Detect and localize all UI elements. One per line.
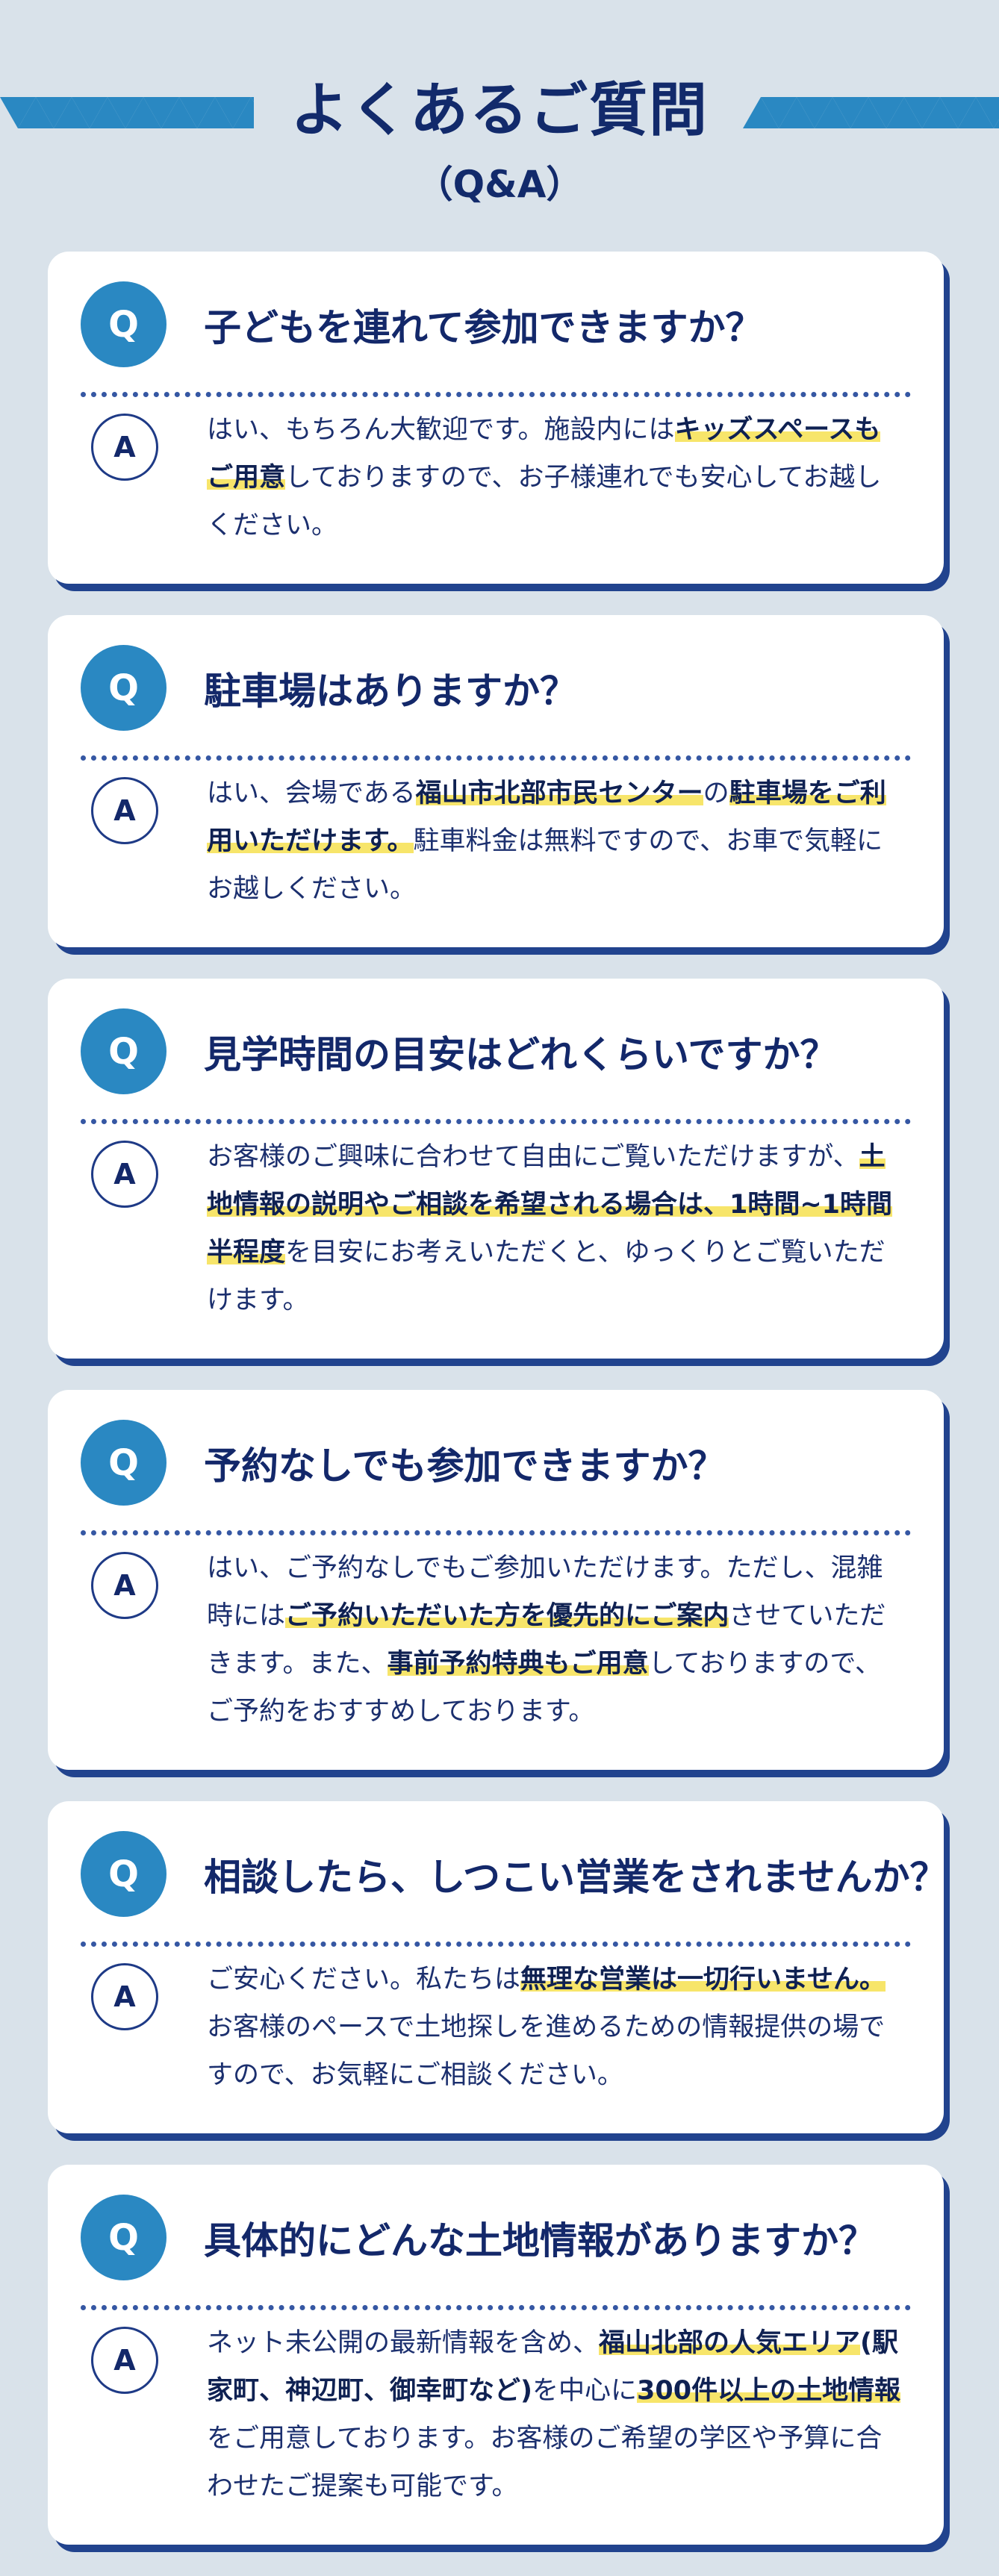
- question-row: Q 駐車場はありますか？: [81, 645, 911, 731]
- header: よくあるご質問 （Q&A）: [0, 0, 999, 252]
- answer-text: お客様のご興味に合わせて自由にご覧いただけますが、土地情報の説明やご相談を希望さ…: [207, 1133, 901, 1324]
- question-text: 相談したら、しつこい営業をされませんか？: [204, 1855, 947, 1899]
- answer-text: はい、会場である福山市北部市民センターの駐車場をご利用いただけます。駐車料金は無…: [207, 770, 901, 913]
- answer-highlight: 福山市北部市民センター: [415, 779, 703, 808]
- question-row: Q 見学時間の目安はどれくらいですか？: [81, 1008, 911, 1094]
- answer-text: ご安心ください。私たちは無理な営業は一切行いません。お客様のペースで土地探しを進…: [207, 1956, 901, 2099]
- question-text: 予約なしでも参加できますか？: [204, 1444, 726, 1488]
- triangle-banner-right: [743, 97, 999, 128]
- dotted-divider: [81, 1942, 911, 1947]
- answer-segment: させていただきます。また、: [207, 1601, 886, 1679]
- answer-segment: お客様のご興味に合わせて自由にご覧いただけますが、: [207, 1142, 859, 1172]
- a-badge-icon: A: [91, 777, 158, 844]
- answer-segment: ご安心ください。私たちは: [207, 1965, 521, 1995]
- question-text: 子どもを連れて参加できますか？: [204, 305, 763, 349]
- answer-text: はい、もちろん大歓迎です。施設内にはキッズスペースもご用意しておりますので、お子…: [207, 406, 901, 549]
- a-badge-icon: A: [91, 1963, 158, 2030]
- a-badge-icon: A: [91, 2327, 158, 2394]
- faq-list: Q 子どもを連れて参加できますか？ A はい、もちろん大歓迎です。施設内にはキッ…: [48, 252, 947, 2576]
- answer-segment: しておりますので、ご予約をおすすめしております。: [207, 1649, 882, 1727]
- question-text: 見学時間の目安はどれくらいですか？: [204, 1032, 838, 1076]
- question-row: Q 子どもを連れて参加できますか？: [81, 281, 911, 367]
- question-text: 駐車場はありますか？: [204, 669, 577, 713]
- q-badge-icon: Q: [81, 281, 166, 367]
- q-badge-icon: Q: [81, 1831, 166, 1917]
- dotted-divider: [81, 755, 911, 761]
- faq-card: Q 見学時間の目安はどれくらいですか？ A お客様のご興味に合わせて自由にご覧い…: [48, 979, 944, 1359]
- answer-row: A はい、もちろん大歓迎です。施設内にはキッズスペースもご用意しておりますので、…: [81, 414, 911, 549]
- answer-row: A はい、会場である福山市北部市民センターの駐車場をご利用いただけます。駐車料金…: [81, 777, 911, 913]
- answer-segment: しておりますので、お子様連れでも安心してお越しください。: [207, 463, 882, 540]
- question-row: Q 相談したら、しつこい営業をされませんか？: [81, 1831, 947, 1917]
- answer-row: A ご安心ください。私たちは無理な営業は一切行いません。お客様のペースで土地探し…: [81, 1963, 911, 2099]
- answer-row: A はい、ご予約なしでもご参加いただけます。ただし、混雑時にはご予約いただいた方…: [81, 1552, 911, 1735]
- answer-segment: はい、ご予約なしでもご参加いただけます。ただし、混雑時には: [207, 1553, 883, 1631]
- answer-highlight: 福山北部の人気エリア: [599, 2328, 861, 2358]
- a-badge-icon: A: [91, 1141, 158, 1208]
- question-row: Q 予約なしでも参加できますか？: [81, 1420, 911, 1506]
- answer-segment: の: [703, 779, 729, 808]
- dotted-divider: [81, 1530, 911, 1535]
- faq-card: Q 駐車場はありますか？ A はい、会場である福山市北部市民センターの駐車場をご…: [48, 615, 944, 947]
- answer-segment: を目安にお考えいただくと、ゆっくりとご覧いただけます。: [207, 1238, 886, 1315]
- q-badge-icon: Q: [81, 645, 166, 731]
- faq-card: Q 具体的にどんな土地情報がありますか？ A ネット未公開の最新情報を含め、福山…: [48, 2165, 944, 2545]
- answer-segment: 駐車料金は無料ですので、お車で気軽にお越しください。: [207, 826, 883, 904]
- dotted-divider: [81, 1119, 911, 1124]
- answer-row: A お客様のご興味に合わせて自由にご覧いただけますが、土地情報の説明やご相談を希…: [81, 1141, 911, 1324]
- answer-segment: をご用意しております。お客様のご希望の学区や予算に合わせたご提案も可能です。: [207, 2424, 883, 2501]
- q-badge-icon: Q: [81, 2195, 166, 2280]
- answer-highlight: ご予約いただいた方を優先的にご案内: [285, 1601, 729, 1631]
- answer-text: ネット未公開の最新情報を含め、福山北部の人気エリア(駅家町、神辺町、御幸町など)…: [207, 2319, 901, 2510]
- a-badge-icon: A: [91, 1552, 158, 1619]
- faq-card: Q 予約なしでも参加できますか？ A はい、ご予約なしでもご参加いただけます。た…: [48, 1390, 944, 1770]
- triangle-decoration: [994, 97, 999, 128]
- answer-row: A ネット未公開の最新情報を含め、福山北部の人気エリア(駅家町、神辺町、御幸町な…: [81, 2327, 911, 2510]
- answer-segment: お客様のペースで土地探しを進めるための情報提供の場ですので、お気軽にご相談くださ…: [207, 2012, 886, 2090]
- answer-segment: ネット未公開の最新情報を含め、: [207, 2328, 600, 2358]
- answer-highlight: 事前予約特典もご用意: [387, 1649, 649, 1679]
- triangle-decoration: [251, 97, 254, 128]
- answer-segment: はい、もちろん大歓迎です。施設内には: [207, 415, 675, 445]
- answer-segment: はい、会場である: [207, 779, 416, 808]
- faq-card: Q 相談したら、しつこい営業をされませんか？ A ご安心ください。私たちは無理な…: [48, 1801, 947, 2133]
- dotted-divider: [81, 2305, 911, 2310]
- answer-highlight: 無理な営業は一切行いません。: [520, 1965, 886, 1995]
- answer-text: はい、ご予約なしでもご参加いただけます。ただし、混雑時にはご予約いただいた方を優…: [207, 1544, 901, 1735]
- answer-segment: (駅家町、神辺町、御幸町など): [207, 2328, 899, 2406]
- a-badge-icon: A: [91, 414, 158, 481]
- q-badge-icon: Q: [81, 1008, 166, 1094]
- question-row: Q 具体的にどんな土地情報がありますか？: [81, 2195, 911, 2280]
- page-title: よくあるご質問: [290, 77, 709, 144]
- triangle-banner-left: [0, 97, 254, 128]
- answer-segment: を中心に: [532, 2376, 638, 2406]
- q-badge-icon: Q: [81, 1420, 166, 1506]
- triangle-decoration: [233, 97, 254, 128]
- faq-card: Q 子どもを連れて参加できますか？ A はい、もちろん大歓迎です。施設内にはキッ…: [48, 252, 944, 584]
- dotted-divider: [81, 392, 911, 397]
- answer-highlight: 300件以上の土地情報: [637, 2376, 901, 2406]
- question-text: 具体的にどんな土地情報がありますか？: [204, 2218, 876, 2262]
- page-subtitle: （Q&A）: [415, 163, 584, 206]
